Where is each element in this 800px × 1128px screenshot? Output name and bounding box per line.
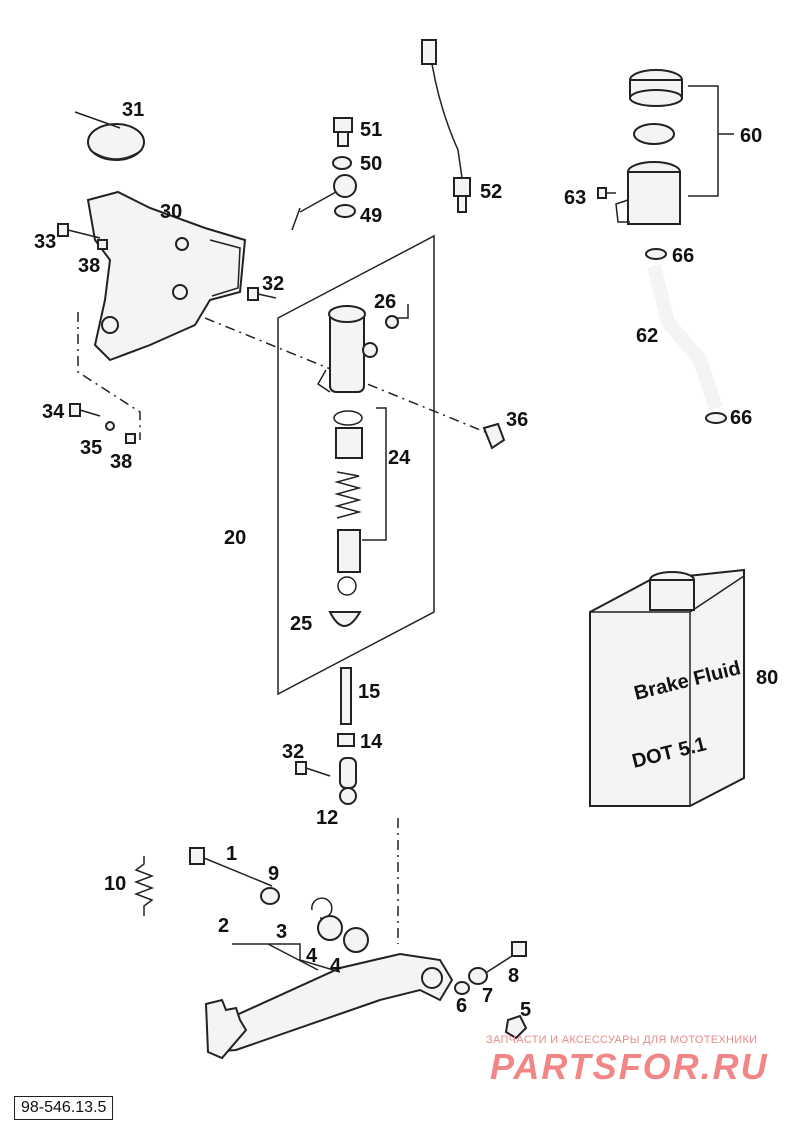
o-ring <box>333 410 363 426</box>
label-80: 80 <box>756 667 778 689</box>
label-38b: 38 <box>110 451 132 473</box>
label-8: 8 <box>508 965 519 987</box>
label-66b: 66 <box>730 407 752 429</box>
pushrod-15 <box>340 667 352 725</box>
label-50: 50 <box>360 153 382 175</box>
reservoir-body <box>615 161 681 225</box>
label-32a: 32 <box>262 273 284 295</box>
banjo-fitting <box>291 174 357 231</box>
bearing-4b <box>343 927 369 953</box>
diagram-code: 98-546.13.5 <box>14 1096 114 1120</box>
label-30: 30 <box>160 201 182 223</box>
part-labels: 31 30 33 38 32 34 35 38 51 50 49 52 26 3… <box>34 99 778 1021</box>
washer-35 <box>105 421 115 431</box>
bolt-8 <box>483 941 527 975</box>
clamp-66-bottom <box>705 412 727 424</box>
label-4b: 4 <box>330 955 342 977</box>
piston <box>337 529 361 573</box>
washer-49 <box>334 204 356 218</box>
label-66a: 66 <box>672 245 694 267</box>
nut-36 <box>482 422 506 450</box>
watermark-tagline: ЗАПЧАСТИ И АКСЕССУАРЫ ДЛЯ МОТОТЕХНИКИ <box>486 1034 758 1046</box>
label-15: 15 <box>358 681 380 703</box>
reservoir-cap <box>629 69 683 107</box>
label-32b: 32 <box>282 741 304 763</box>
bolt-34 <box>69 403 101 417</box>
washer-50 <box>332 156 352 170</box>
label-35: 35 <box>80 437 102 459</box>
sleeve-38b <box>125 433 136 444</box>
assembly-frame-20 <box>277 234 435 696</box>
label-10: 10 <box>104 873 126 895</box>
spring-10 <box>133 856 155 916</box>
label-1: 1 <box>226 843 237 865</box>
clamp-66-top <box>645 248 667 260</box>
piston-sleeve <box>335 427 363 459</box>
brake-light-switch-52 <box>421 39 471 213</box>
cable-tie-31 <box>74 111 145 161</box>
label-24: 24 <box>388 447 411 469</box>
label-9: 9 <box>268 863 279 885</box>
nut-7 <box>468 967 488 985</box>
bolt-1 <box>189 847 273 887</box>
label-26: 26 <box>374 291 396 313</box>
label-7: 7 <box>482 985 493 1007</box>
label-49: 49 <box>360 205 382 227</box>
label-12: 12 <box>316 807 338 829</box>
sleeve-38 <box>97 239 108 250</box>
bracket-30 <box>86 190 247 362</box>
nut-5 <box>504 1014 528 1040</box>
dust-boot-25 <box>328 611 362 627</box>
brake-pedal-2 <box>204 952 454 1060</box>
bearing-4a <box>317 915 343 941</box>
label-33: 33 <box>34 231 56 253</box>
label-3: 3 <box>276 921 287 943</box>
master-cylinder-body <box>317 305 378 393</box>
label-5: 5 <box>520 999 531 1021</box>
label-63: 63 <box>564 187 586 209</box>
spring-24 <box>334 471 362 519</box>
label-6: 6 <box>456 995 467 1017</box>
nut-14 <box>337 733 355 747</box>
label-2: 2 <box>218 915 229 937</box>
brake-fluid-can-80 <box>589 568 745 807</box>
circlip <box>337 576 357 596</box>
bolt-63 <box>597 187 616 199</box>
label-34: 34 <box>42 401 65 423</box>
label-51: 51 <box>360 119 382 141</box>
label-38a: 38 <box>78 255 100 277</box>
label-20: 20 <box>224 527 246 549</box>
label-25: 25 <box>290 613 312 635</box>
label-31: 31 <box>122 99 144 121</box>
banjo-bolt-51 <box>333 117 353 147</box>
elbow-26 <box>385 304 409 329</box>
bolt-33 <box>57 223 101 239</box>
washer-6 <box>454 981 470 995</box>
clevis-12 <box>339 757 357 805</box>
bolt-32-top <box>247 287 277 301</box>
label-62: 62 <box>636 325 658 347</box>
label-4a: 4 <box>306 945 318 967</box>
bolt-32-lower <box>295 761 331 777</box>
label-52: 52 <box>480 181 502 203</box>
label-60: 60 <box>740 125 762 147</box>
label-36: 36 <box>506 409 528 431</box>
washer-9 <box>260 887 280 905</box>
reservoir-diaphragm <box>633 123 675 145</box>
watermark-logo: PARTSFOR.RU <box>490 1046 769 1087</box>
label-14: 14 <box>360 731 383 753</box>
